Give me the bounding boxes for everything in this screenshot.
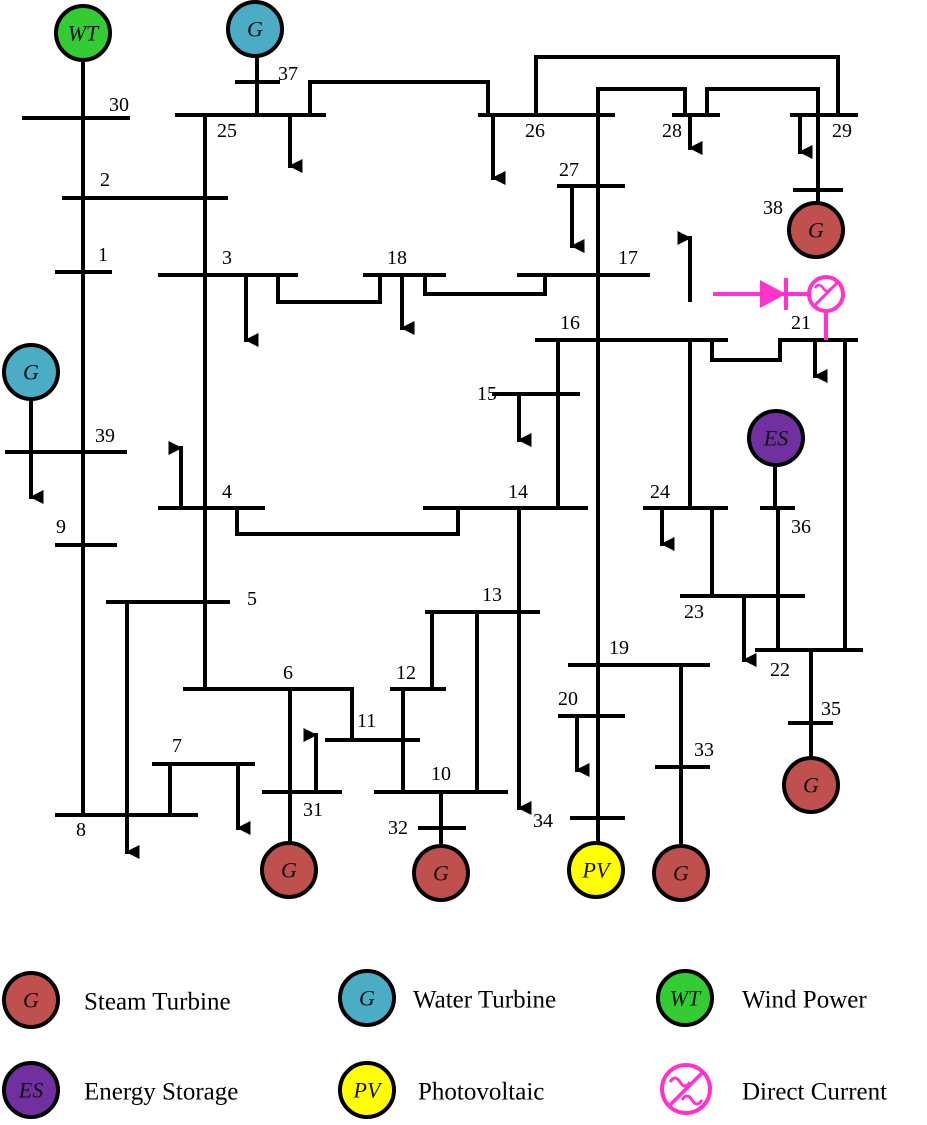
- bus-label-20: 20: [558, 688, 578, 710]
- bus-label-17: 17: [618, 247, 638, 269]
- bus-label-28: 28: [662, 120, 682, 142]
- bus-label-15: 15: [477, 383, 497, 405]
- water-turbine-node-37: G: [226, 0, 284, 58]
- svg-text:WT: WT: [670, 986, 702, 1011]
- bus-label-39: 39: [95, 425, 115, 447]
- bus-label-29: 29: [832, 120, 852, 142]
- dc-link: [713, 275, 845, 340]
- wind-turbine-node: WT: [54, 4, 112, 62]
- svg-text:Direct Current: Direct Current: [742, 1079, 887, 1106]
- transmission-lines: [29, 50, 862, 852]
- bus-label-34: 34: [533, 810, 553, 832]
- bus-label-35: 35: [821, 698, 841, 720]
- svg-text:WT: WT: [68, 21, 100, 46]
- bus-label-12: 12: [396, 662, 416, 684]
- bus-label-38: 38: [763, 197, 783, 219]
- bus-label-2: 2: [100, 169, 110, 191]
- bus-label-11: 11: [357, 710, 376, 732]
- bus-label-3: 3: [222, 247, 232, 269]
- legend-direct-current: Direct Current: [660, 1063, 887, 1115]
- bus-label-19: 19: [609, 637, 629, 659]
- bus-label-22: 22: [770, 659, 790, 681]
- diode-icon: [760, 280, 786, 308]
- bus-label-4: 4: [222, 481, 232, 503]
- svg-text:G: G: [281, 858, 297, 883]
- svg-text:Water Turbine: Water Turbine: [413, 987, 556, 1014]
- generators: WT G G G ES G G G: [2, 0, 845, 902]
- bus-label-9: 9: [56, 516, 66, 538]
- svg-text:G: G: [247, 17, 263, 42]
- bus-label-14: 14: [508, 481, 528, 503]
- svg-text:G: G: [359, 986, 375, 1011]
- bus-label-24: 24: [650, 481, 670, 503]
- legend-energy-storage: ES Energy Storage: [2, 1061, 238, 1119]
- steam-turbine-node-38: G: [787, 201, 845, 259]
- steam-turbine-node-32: G: [412, 844, 470, 902]
- legend-wind-power: WT Wind Power: [656, 969, 867, 1027]
- svg-text:G: G: [23, 988, 39, 1013]
- svg-text:G: G: [808, 218, 824, 243]
- bus-label-10: 10: [431, 763, 451, 785]
- bus-label-36: 36: [791, 516, 811, 538]
- svg-text:Wind Power: Wind Power: [742, 987, 867, 1014]
- load-arrows: [29, 113, 828, 859]
- busbars: [5, 80, 863, 830]
- bus-label-30: 30: [109, 94, 129, 116]
- legend-water-turbine: G Water Turbine: [338, 969, 556, 1027]
- bus-label-13: 13: [482, 584, 502, 606]
- svg-text:G: G: [673, 861, 689, 886]
- bus-label-33: 33: [694, 739, 714, 761]
- bus-label-5: 5: [247, 588, 257, 610]
- water-turbine-node-39: G: [2, 343, 60, 401]
- legend: G Steam Turbine G Water Turbine WT Wind …: [2, 969, 887, 1119]
- svg-text:Photovoltaic: Photovoltaic: [418, 1079, 544, 1106]
- bus-label-16: 16: [560, 312, 580, 334]
- steam-turbine-node-33: G: [652, 844, 710, 902]
- steam-turbine-node-35: G: [782, 756, 840, 814]
- bus-label-23: 23: [684, 601, 704, 623]
- legend-photovoltaic: PV Photovoltaic: [338, 1061, 544, 1119]
- svg-text:PV: PV: [353, 1078, 383, 1103]
- bus-label-1: 1: [98, 244, 108, 266]
- bus-label-37: 37: [278, 63, 298, 85]
- energy-storage-node: ES: [747, 409, 805, 467]
- svg-text:ES: ES: [763, 426, 788, 451]
- photovoltaic-node: PV: [567, 841, 625, 899]
- bus-label-25: 25: [217, 120, 237, 142]
- bus-label-26: 26: [525, 120, 545, 142]
- bus-label-7: 7: [172, 735, 182, 757]
- bus-label-18: 18: [387, 247, 407, 269]
- svg-text:G: G: [23, 360, 39, 385]
- legend-steam-turbine: G Steam Turbine: [2, 971, 231, 1029]
- bus-label-31: 31: [303, 799, 323, 821]
- bus-label-6: 6: [283, 662, 293, 684]
- svg-text:ES: ES: [18, 1078, 43, 1103]
- bus-label-8: 8: [76, 819, 86, 841]
- bus-label-32: 32: [388, 817, 408, 839]
- bus-numbers: 30 2 1 39 9 8 37 25 26 28 29 38 27 3 18 …: [56, 63, 852, 841]
- bus-label-21: 21: [791, 312, 811, 334]
- svg-text:G: G: [433, 861, 449, 886]
- bus-label-27: 27: [559, 159, 579, 181]
- svg-text:Steam Turbine: Steam Turbine: [84, 989, 231, 1016]
- svg-text:G: G: [803, 773, 819, 798]
- svg-text:Energy Storage: Energy Storage: [84, 1079, 238, 1106]
- svg-text:PV: PV: [582, 858, 612, 883]
- steam-turbine-node-31: G: [260, 841, 318, 899]
